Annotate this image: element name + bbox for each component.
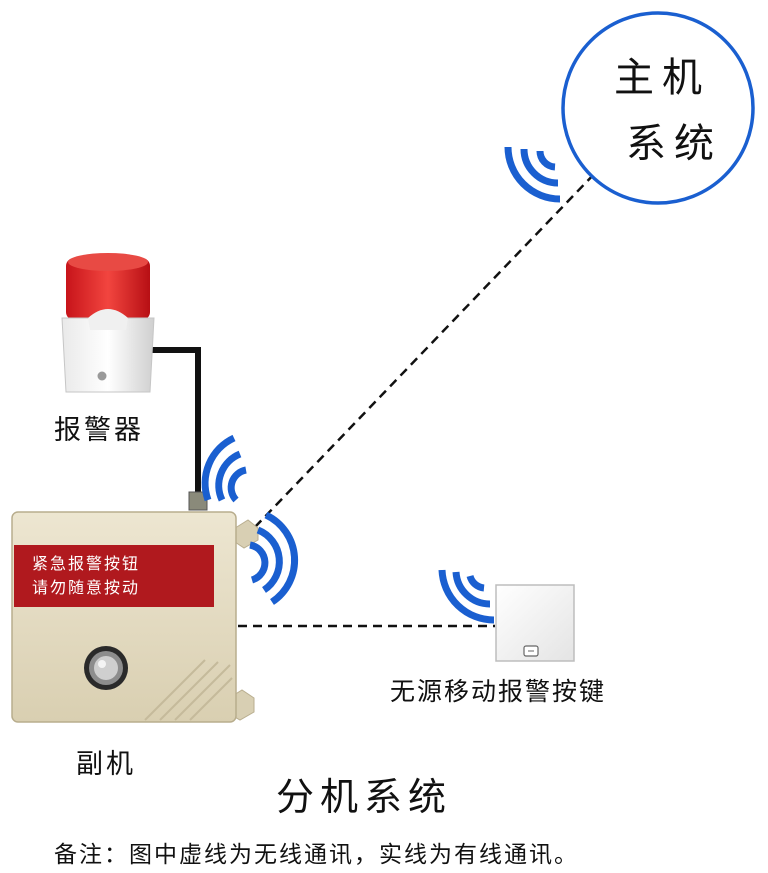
wifi-signal-icon: [249, 511, 299, 605]
wifi-signal-icon: [201, 434, 247, 503]
wifi-signal-icon: [438, 569, 495, 624]
alarm-label: 报警器: [54, 415, 144, 446]
passive-alarm-key: [495, 584, 575, 662]
sub-unit-box: [11, 511, 259, 723]
panel-warning-line1: 紧急报警按钮: [32, 554, 141, 573]
diagram-title: 分机系统: [276, 775, 453, 819]
push-button-icon: [84, 646, 128, 690]
wired-link-cable: [150, 347, 201, 495]
host-system-label-line1: 主机: [614, 55, 710, 101]
host-system-circle: [561, 11, 755, 205]
alarm-key-label: 无源移动报警按键: [390, 677, 607, 706]
legend-note: 备注：图中虚线为无线通讯，实线为有线通讯。: [54, 842, 579, 868]
wifi-signal-icon: [504, 146, 561, 203]
host-system-label-line2: 系统: [626, 121, 722, 167]
wireless-link-host: [254, 169, 599, 528]
cable-connector: [188, 491, 208, 511]
panel-warning-line2: 请勿随意按动: [32, 578, 141, 597]
siren-icon: [61, 253, 155, 393]
sub-unit-label: 副机: [76, 749, 136, 780]
